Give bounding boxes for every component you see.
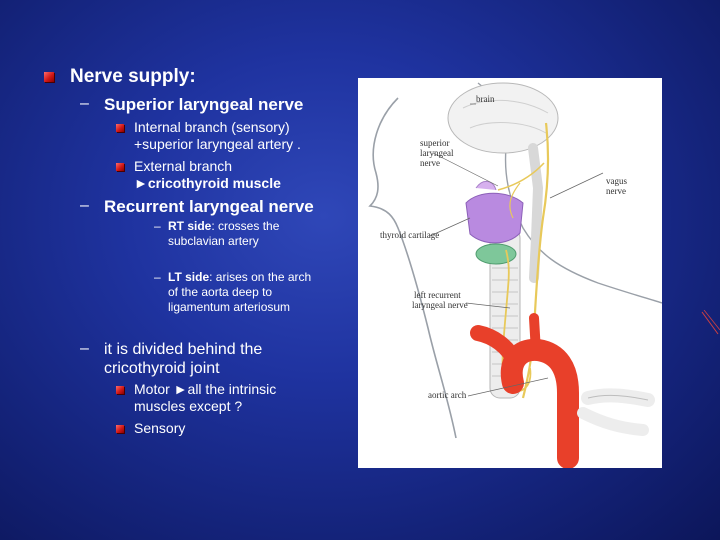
bullet-square-icon <box>116 386 124 394</box>
label-superior-laryngeal: laryngeal <box>420 148 454 158</box>
label-aortic-arch: aortic arch <box>428 390 467 400</box>
pulmonary-vessel <box>577 407 649 436</box>
heading-nerve-supply: Nerve supply: <box>70 66 196 87</box>
brain-fold <box>469 122 547 134</box>
spine <box>528 143 544 283</box>
dash-marker: – <box>154 270 161 284</box>
label-brain: brain <box>476 94 495 104</box>
neck-outline <box>368 97 457 439</box>
label-left-recurrent: left recurrent <box>414 290 461 300</box>
cricoid-cartilage <box>475 243 517 265</box>
internal-branch-text: Internal branch (sensory) +superior lary… <box>134 119 301 152</box>
external-branch-path <box>509 182 521 219</box>
dash-marker: – <box>80 95 89 112</box>
sensory-text: Sensory <box>134 420 186 436</box>
brain-shape <box>447 82 559 154</box>
label-left-recurrent: laryngeal nerve <box>412 300 468 310</box>
bullet-square-icon <box>116 163 124 171</box>
bullet-square-icon <box>116 425 124 433</box>
epiglottis <box>475 181 497 191</box>
divided-text: it is divided behind the cricothyroid jo… <box>104 341 263 377</box>
recurrent-laryngeal-title: Recurrent laryngeal nerve <box>104 197 314 216</box>
dash-marker: – <box>154 219 161 233</box>
decorative-line <box>701 310 720 335</box>
dash-marker: – <box>80 340 89 357</box>
superior-laryngeal-title: Superior laryngeal nerve <box>104 95 304 114</box>
carotid-artery <box>529 313 541 357</box>
external-branch-text: External branch ►cricothyroid muscle <box>134 158 281 191</box>
motor-text: Motor ►all the intrinsic muscles except … <box>134 381 277 414</box>
pulmonary-vessel-outline <box>587 394 649 401</box>
anatomy-figure: brain superior laryngeal nerve vagus ner… <box>358 78 662 468</box>
thyroid-cartilage-shape <box>465 192 524 244</box>
label-superior-laryngeal: nerve <box>420 158 440 168</box>
anatomy-illustration: brain superior laryngeal nerve vagus ner… <box>368 82 662 468</box>
superior-laryngeal-nerve-path <box>497 162 545 191</box>
label-superior-laryngeal: superior <box>420 138 450 148</box>
label-thyroid-cartilage: thyroid cartilage <box>380 230 439 240</box>
dash-marker: – <box>80 197 89 214</box>
label-vagus: nerve <box>606 186 626 196</box>
brain-fold <box>462 99 549 114</box>
bullet-square-icon <box>116 124 124 132</box>
subclavian-artery <box>470 325 524 371</box>
rt-side-text: RT side: crosses the subclavian artery <box>168 219 280 248</box>
lt-side-text: LT side: arises on the arch of the aorta… <box>168 270 312 314</box>
label-vagus: vagus <box>606 176 627 186</box>
bullet-square-icon <box>44 72 54 82</box>
